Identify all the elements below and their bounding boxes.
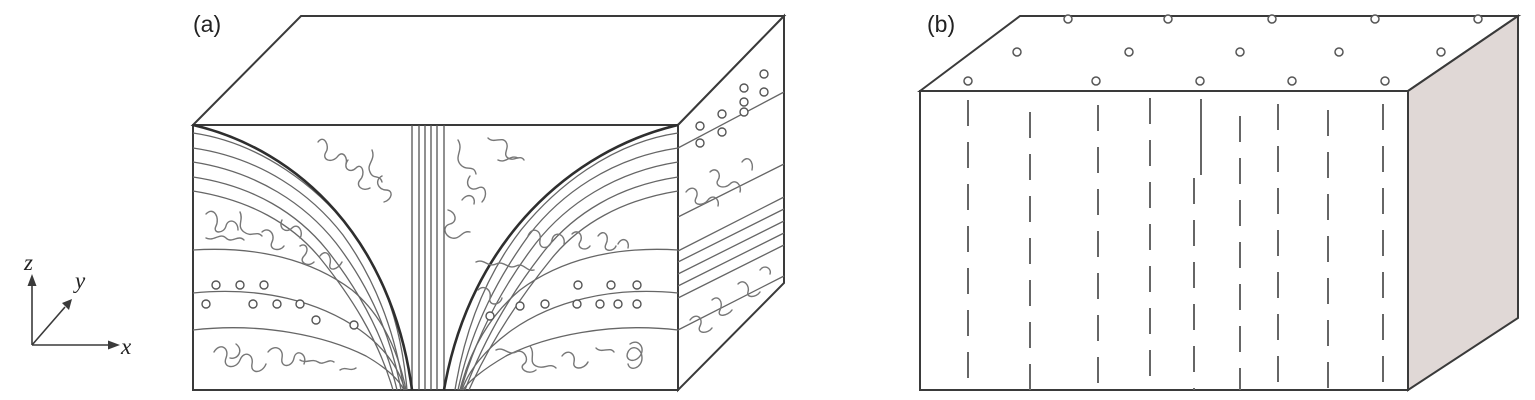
- panel-b-front-face: [919, 90, 1409, 391]
- panel-b-block: [917, 14, 1522, 392]
- panel-a-fibers: [205, 137, 643, 373]
- axis-triad: [27, 274, 120, 350]
- panel-a-dots: [201, 69, 769, 330]
- z-axis-label: z: [23, 250, 33, 275]
- panel-a-left-boundary-curve: [192, 123, 414, 391]
- panel-a-right-layers: [454, 132, 679, 391]
- panel-a-center-band: [411, 125, 445, 390]
- y-axis-label: y: [73, 268, 86, 293]
- panel-a-label: (a): [193, 11, 221, 37]
- panel-a-side-layers: [677, 91, 785, 331]
- panel-a-left-layers: [192, 132, 408, 391]
- panel-a-block: [190, 13, 787, 393]
- panel-a-right-boundary-curve: [442, 123, 679, 391]
- y-axis-arrowhead: [62, 299, 72, 310]
- panel-b-top-dots: [963, 14, 1483, 86]
- x-axis-arrowhead: [108, 340, 120, 350]
- y-axis-line: [31, 306, 66, 346]
- panel-a-side-fibers: [685, 158, 772, 333]
- panel-a-front-face: [192, 124, 679, 391]
- z-axis-arrowhead: [27, 274, 37, 286]
- x-axis-label: x: [120, 334, 132, 359]
- panel-b-label: (b): [927, 11, 955, 37]
- panel-b-columns: [967, 98, 1384, 390]
